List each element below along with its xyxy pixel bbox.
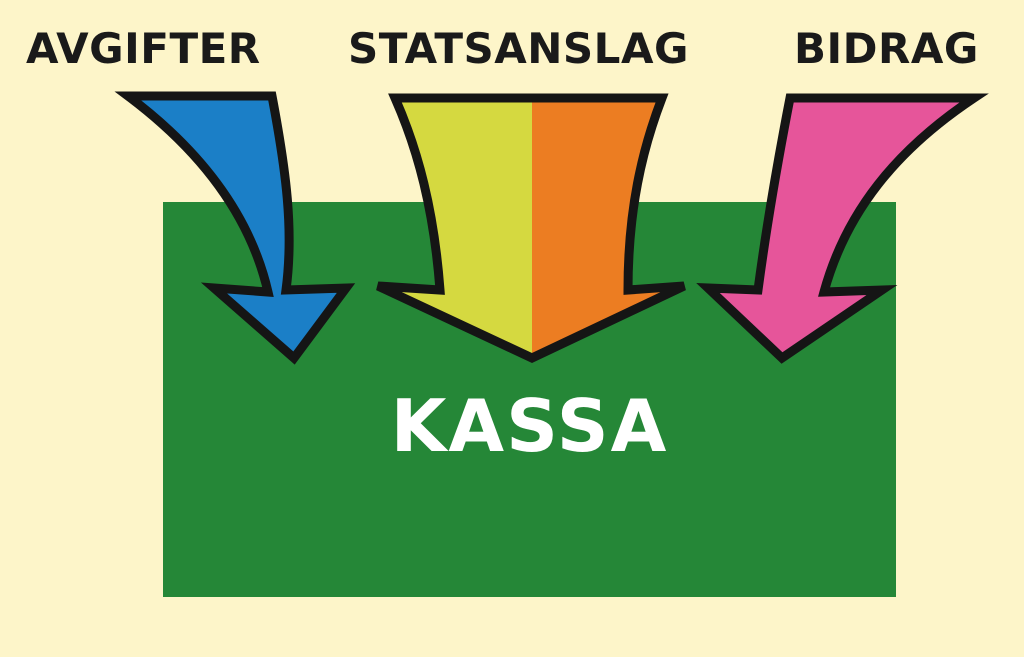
wide-arrow-left-half xyxy=(378,98,532,358)
curved-arrow-pink-icon xyxy=(696,93,989,364)
source-label-avgifter: AVGIFTER xyxy=(26,24,261,73)
wide-arrow-yellow-orange-icon xyxy=(376,93,686,363)
wide-arrow-outline xyxy=(376,93,686,363)
source-label-bidrag: BIDRAG xyxy=(794,24,979,73)
curved-arrow-blue-icon xyxy=(114,91,356,365)
kassa-label: KASSA xyxy=(390,384,669,468)
source-label-statsanslag: STATSANSLAG xyxy=(348,24,689,73)
